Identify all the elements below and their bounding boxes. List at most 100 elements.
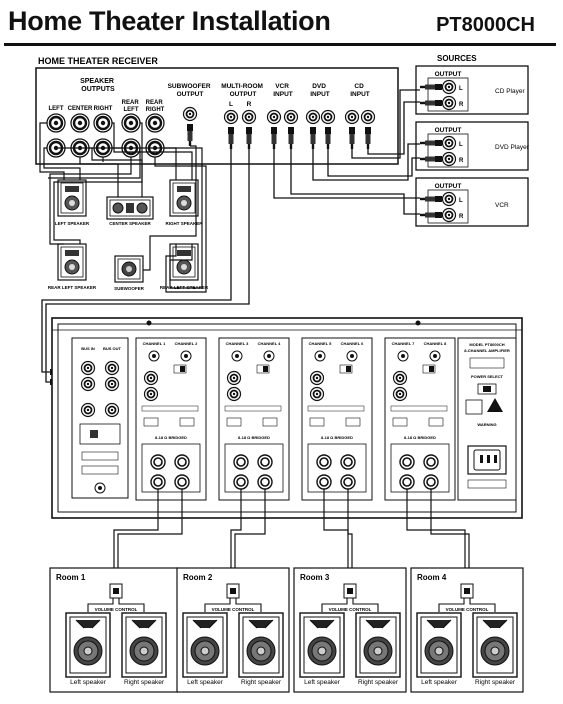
svg-text:CD Player: CD Player bbox=[495, 88, 525, 95]
svg-text:OUTPUT: OUTPUT bbox=[435, 71, 462, 78]
label-cd-input: CD INPUT bbox=[350, 83, 370, 98]
page-title: Home Theater Installation bbox=[8, 6, 331, 36]
speaker-right bbox=[169, 179, 199, 217]
label-vcr-input: VCR INPUT bbox=[273, 83, 293, 98]
bridged-label: 8-18 Ω BRIDGED bbox=[238, 435, 270, 440]
room-name: Room 4 bbox=[417, 573, 447, 582]
svg-text:VCR: VCR bbox=[495, 202, 509, 209]
bridged-label: 8-18 Ω BRIDGED bbox=[155, 435, 187, 440]
multiroom-r: R bbox=[247, 101, 252, 108]
source-dvd-player: OUTPUT L R DVD Player bbox=[415, 121, 530, 171]
channel-label: CHANNEL 2 bbox=[175, 341, 199, 346]
room-3: Room 3 VOLUME CONTROL Left speaker Right sp… bbox=[293, 567, 407, 693]
subwoofer bbox=[114, 255, 144, 283]
channel-label: CHANNEL 4 bbox=[258, 341, 282, 346]
channel-label: CHANNEL 7 bbox=[392, 341, 416, 346]
amp-zone-1: CHANNEL 1 CHANNEL 2 8-18 Ω BRIDGED bbox=[135, 337, 207, 501]
source-cables bbox=[273, 89, 420, 215]
label-dvd-input: DVD INPUT bbox=[310, 83, 330, 98]
right-speaker-label: Right speaker bbox=[241, 679, 282, 686]
label-rear-left: REAR LEFT bbox=[122, 100, 141, 113]
speaker-rear-left bbox=[57, 243, 87, 281]
bridged-label: 8-18 Ω BRIDGED bbox=[321, 435, 353, 440]
svg-text:DVD Player: DVD Player bbox=[495, 144, 530, 151]
bridged-label: 8-18 Ω BRIDGED bbox=[404, 435, 436, 440]
amp-power-module: MODEL PT8000CH 8-CHANNEL AMPLIFIER POWER… bbox=[457, 337, 517, 501]
left-speaker bbox=[65, 612, 111, 678]
source-cd-player: OUTPUT L R CD Player bbox=[415, 65, 529, 115]
svg-text:R: R bbox=[459, 102, 464, 108]
multiroom-l: L bbox=[229, 101, 233, 108]
channel-label: CHANNEL 1 bbox=[143, 341, 167, 346]
speaker-left bbox=[57, 179, 87, 217]
volume-control-label: VOLUME CONTROL bbox=[329, 607, 372, 612]
channel-label: CHANNEL 5 bbox=[309, 341, 333, 346]
svg-text:L: L bbox=[459, 142, 463, 148]
svg-text:L: L bbox=[459, 198, 463, 204]
speaker-center-label: CENTER SPEAKER bbox=[109, 221, 151, 226]
svg-text:8-CHANNEL AMPLIFIER: 8-CHANNEL AMPLIFIER bbox=[464, 348, 510, 353]
speaker-cables bbox=[39, 122, 207, 293]
speaker-right-label: RIGHT SPEAKER bbox=[165, 221, 203, 226]
right-speaker bbox=[472, 612, 518, 678]
svg-text:L: L bbox=[459, 86, 463, 92]
amp-to-room-cables bbox=[113, 489, 470, 584]
receiver-title: HOME THEATER RECEIVER bbox=[38, 56, 158, 66]
svg-text:R: R bbox=[459, 214, 464, 220]
model-number: PT8000CH bbox=[436, 14, 535, 36]
amp-zone-2: CHANNEL 3 CHANNEL 4 8-18 Ω BRIDGED bbox=[218, 337, 290, 501]
speaker-left-label: LEFT SPEAKER bbox=[55, 221, 90, 226]
speaker-rear-right bbox=[169, 243, 199, 281]
right-speaker bbox=[121, 612, 167, 678]
left-speaker-label: Left speaker bbox=[70, 679, 107, 686]
amp-zone-4: CHANNEL 7 CHANNEL 8 8-18 Ω BRIDGED bbox=[384, 337, 456, 501]
left-speaker bbox=[182, 612, 228, 678]
sources-title: SOURCES bbox=[437, 54, 477, 63]
label-multiroom-output: MULTI-ROOM OUTPUT bbox=[221, 83, 265, 98]
left-speaker-label: Left speaker bbox=[421, 679, 458, 686]
label-right: RIGHT bbox=[94, 106, 113, 112]
channel-label: CHANNEL 8 bbox=[424, 341, 448, 346]
right-speaker bbox=[238, 612, 284, 678]
channel-label: CHANNEL 3 bbox=[226, 341, 250, 346]
right-speaker-label: Right speaker bbox=[475, 679, 516, 686]
svg-text:WARNING: WARNING bbox=[477, 422, 496, 427]
room-4: Room 4 VOLUME CONTROL Left speaker Right sp… bbox=[410, 567, 524, 693]
room-name: Room 2 bbox=[183, 573, 213, 582]
room-name: Room 3 bbox=[300, 573, 330, 582]
left-speaker-label: Left speaker bbox=[187, 679, 224, 686]
speaker-rear-left-label: REAR LEFT SPEAKER bbox=[48, 285, 97, 290]
svg-text:BUS IN: BUS IN bbox=[81, 346, 95, 351]
label-left: LEFT bbox=[49, 106, 64, 112]
left-speaker-label: Left speaker bbox=[304, 679, 341, 686]
svg-text:OUTPUT: OUTPUT bbox=[435, 183, 462, 190]
volume-control-label: VOLUME CONTROL bbox=[446, 607, 489, 612]
room-2: Room 2 VOLUME CONTROL Left speaker Right sp… bbox=[176, 567, 290, 693]
volume-control-label: VOLUME CONTROL bbox=[212, 607, 255, 612]
svg-text:BUS OUT: BUS OUT bbox=[103, 346, 122, 351]
channel-label: CHANNEL 6 bbox=[341, 341, 365, 346]
label-rear-right: REAR RIGHT bbox=[146, 100, 165, 113]
source-vcr: OUTPUT L R VCR bbox=[415, 177, 529, 227]
right-speaker-label: Right speaker bbox=[124, 679, 165, 686]
svg-text:POWER SELECT: POWER SELECT bbox=[471, 374, 504, 379]
right-speaker-label: Right speaker bbox=[358, 679, 399, 686]
amp-zone-3: CHANNEL 5 CHANNEL 6 8-18 Ω BRIDGED bbox=[301, 337, 373, 501]
label-speaker-outputs: SPEAKER OUTPUTS bbox=[80, 78, 116, 93]
right-speaker bbox=[355, 612, 401, 678]
subwoofer-label: SUBWOOFER bbox=[114, 286, 144, 291]
left-speaker bbox=[299, 612, 345, 678]
svg-text:OUTPUT: OUTPUT bbox=[435, 127, 462, 134]
speaker-center bbox=[106, 196, 154, 220]
left-speaker bbox=[416, 612, 462, 678]
subwoofer-output-jack bbox=[182, 106, 198, 122]
volume-control-label: VOLUME CONTROL bbox=[95, 607, 138, 612]
label-center: CENTER bbox=[68, 106, 93, 112]
amp-input-module: BUS IN BUS OUT bbox=[71, 337, 129, 499]
svg-text:MODEL PT8000CH: MODEL PT8000CH bbox=[469, 342, 504, 347]
